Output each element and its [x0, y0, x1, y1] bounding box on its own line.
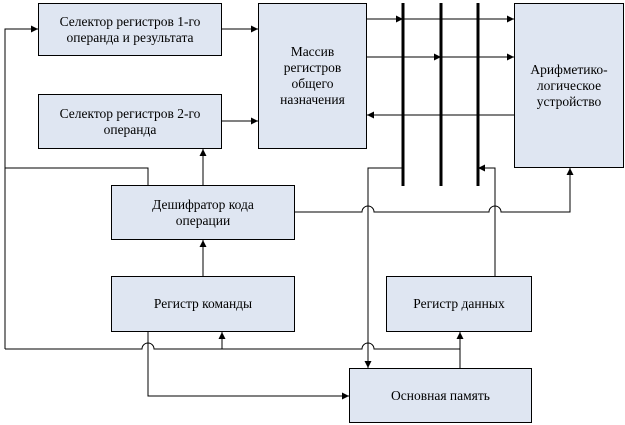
- link-regd-bus: [478, 164, 496, 276]
- opcode-decoder-block: Дешифратор кода операции: [111, 185, 295, 240]
- register-array-block: Массив регистров общего назначения: [258, 3, 367, 149]
- alu-block: Арифметико- логическое устройство: [514, 3, 624, 168]
- link-desh-sel1: [5, 167, 149, 185]
- data-register-block: Регистр данных: [386, 276, 532, 332]
- link-regk-mem: [147, 332, 349, 400]
- link-bottom-line: [5, 342, 460, 350]
- main-memory-block: Основная память: [349, 368, 532, 423]
- link-desh-alu: [295, 168, 574, 213]
- link-massiv-mem: [364, 167, 403, 368]
- link-left-sel1: [4, 25, 38, 349]
- instruction-register-block: Регистр команды: [111, 276, 295, 332]
- operand1-selector-block: Селектор регистров 1-го операнда и резул…: [38, 3, 222, 56]
- operand2-selector-block: Селектор регистров 2-го операнда: [38, 94, 222, 149]
